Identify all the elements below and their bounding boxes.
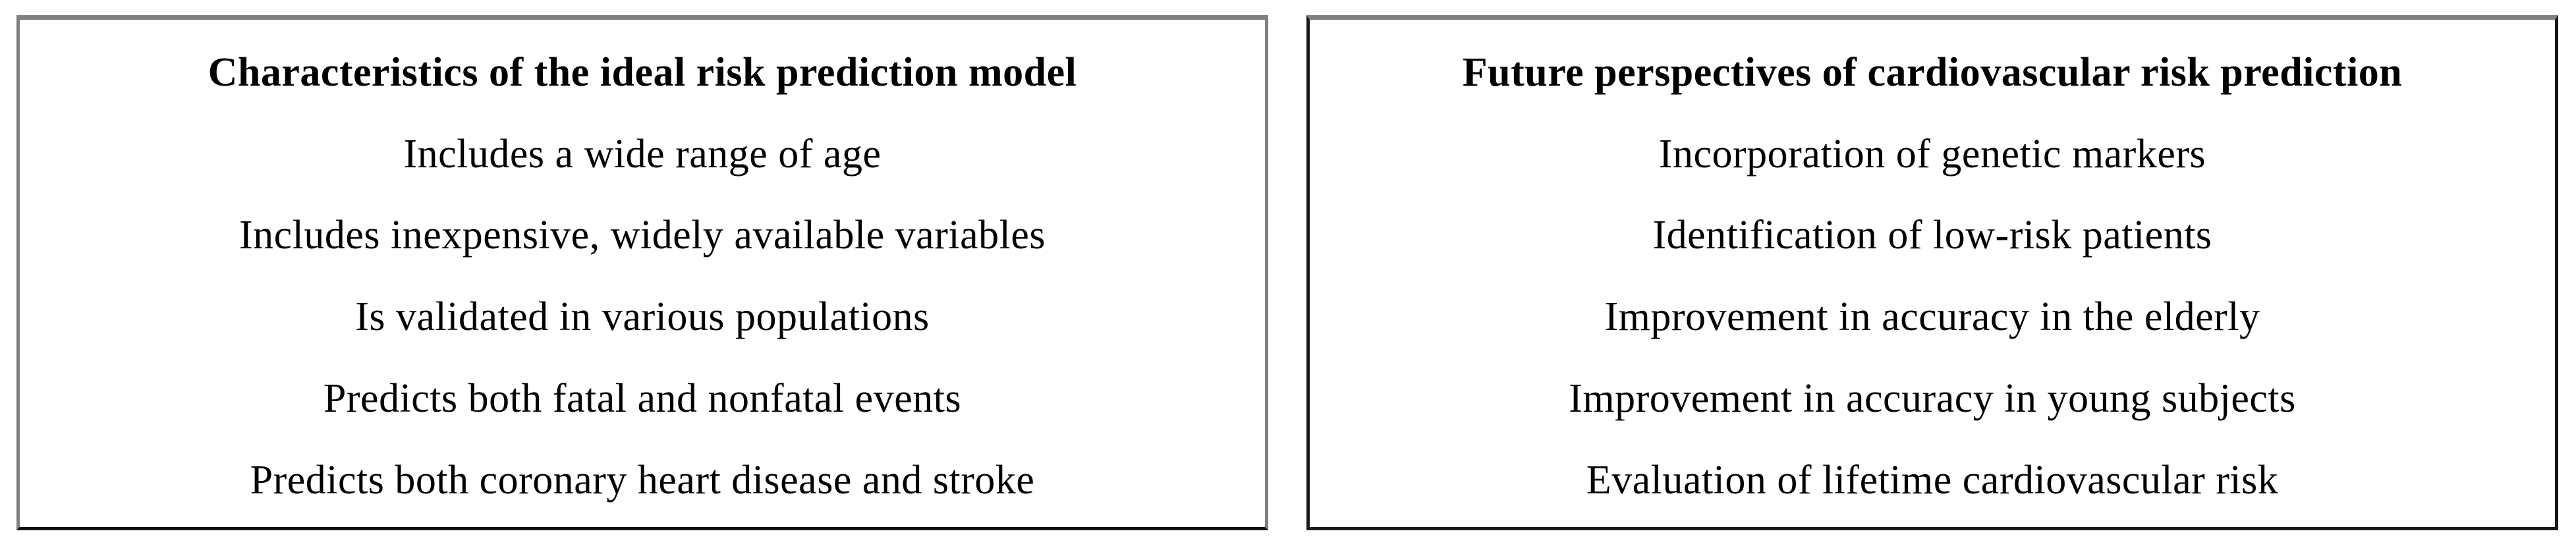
future-perspectives-item: Evaluation of lifetime cardiovascular ri…: [1586, 457, 2279, 503]
ideal-risk-model-item: Predicts both fatal and nonfatal events: [323, 375, 962, 421]
ideal-risk-model-panel: Characteristics of the ideal risk predic…: [16, 15, 1268, 530]
future-perspectives-item: Incorporation of genetic markers: [1658, 131, 2206, 177]
ideal-risk-model-item: Includes a wide range of age: [403, 131, 882, 177]
future-perspectives-title: Future perspectives of cardiovascular ri…: [1462, 50, 2403, 95]
ideal-risk-model-item: Includes inexpensive, widely available v…: [239, 213, 1046, 258]
future-perspectives-item: Improvement in accuracy in young subject…: [1569, 375, 2296, 421]
ideal-risk-model-item: Is validated in various populations: [355, 294, 930, 340]
ideal-risk-model-item: Predicts both coronary heart disease and…: [250, 457, 1035, 503]
future-perspectives-item: Identification of low-risk patients: [1652, 213, 2212, 258]
ideal-risk-model-title: Characteristics of the ideal risk predic…: [208, 50, 1077, 95]
future-perspectives-item: Improvement in accuracy in the elderly: [1604, 294, 2260, 340]
future-perspectives-panel: Future perspectives of cardiovascular ri…: [1306, 15, 2558, 530]
